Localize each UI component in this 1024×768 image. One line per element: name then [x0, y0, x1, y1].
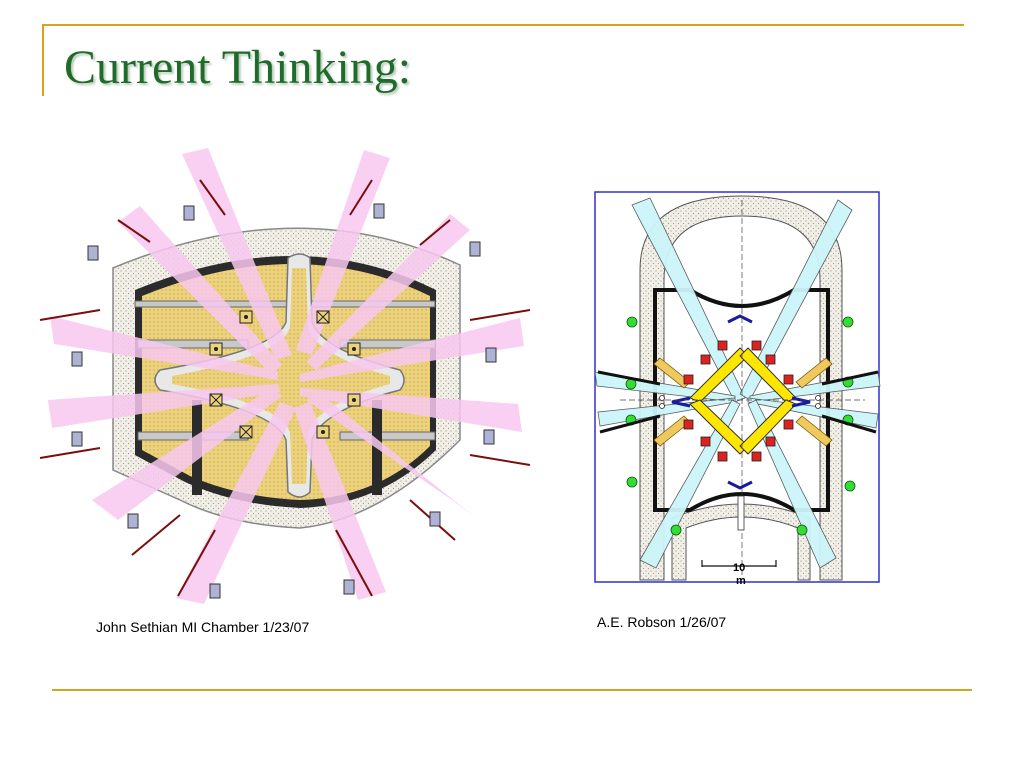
- chamber-vessel: [653, 288, 830, 512]
- scale-label-unit: m: [736, 575, 746, 587]
- laser-beams: [48, 148, 524, 604]
- beam-port-lines: [597, 370, 879, 434]
- bottom-stem: [737, 495, 745, 531]
- scale-label-value: 10: [733, 562, 745, 574]
- coil-crosses: [209, 310, 330, 439]
- hatched-supports: [653, 357, 833, 447]
- yellow-electrodes: [689, 347, 797, 455]
- pedestal: [671, 503, 811, 581]
- blue-target-holders: [671, 314, 811, 490]
- right-figure-caption: A.E. Robson 1/26/07: [597, 614, 727, 630]
- red-coils: [683, 340, 794, 462]
- top-rule: [42, 24, 964, 26]
- scale-bar: [701, 560, 777, 567]
- central-cross-inner: [172, 268, 390, 484]
- left-rule: [42, 24, 44, 96]
- left-figure-caption: John Sethian MI Chamber 1/23/07: [96, 619, 310, 635]
- laser-modules: [71, 203, 497, 599]
- target-pins: [659, 395, 821, 409]
- coil-markers: [214, 315, 356, 434]
- bottom-rule: [52, 689, 972, 691]
- slide-title: Current Thinking:: [64, 41, 412, 94]
- beam-lines: [39, 179, 531, 597]
